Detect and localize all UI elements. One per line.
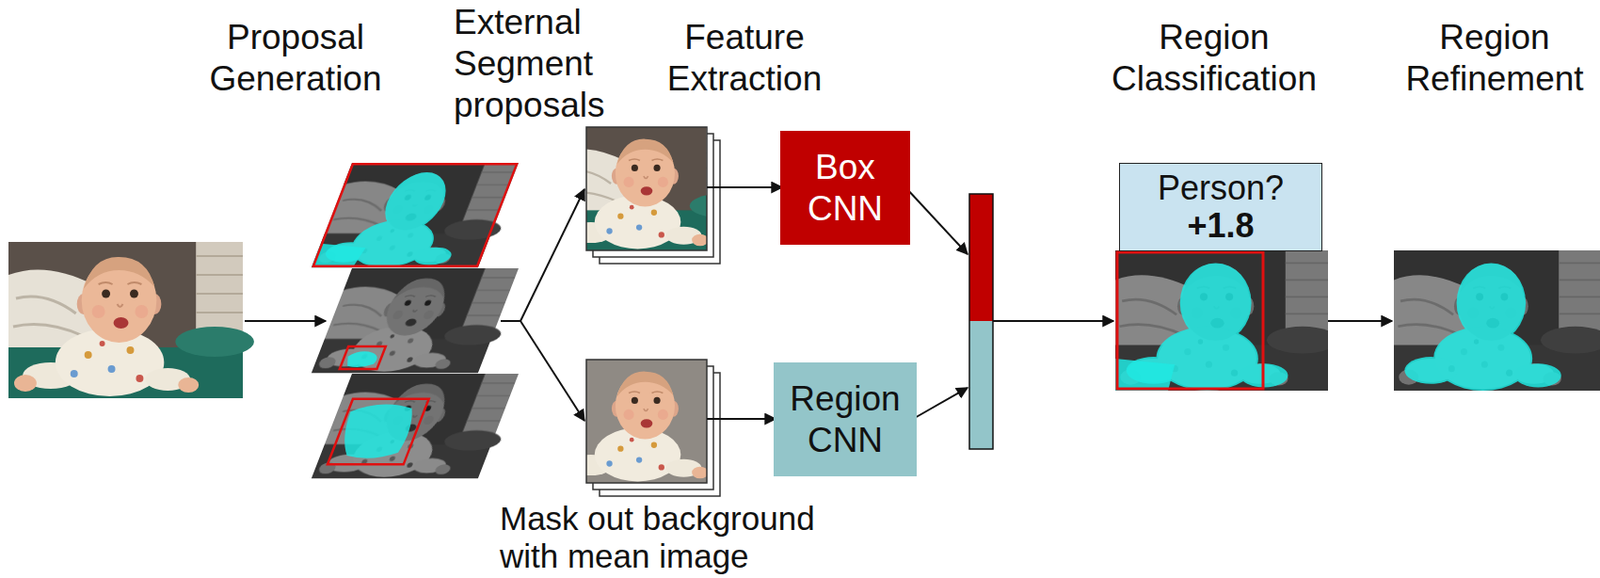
stage-heading: Proposal Generation: [201, 16, 390, 100]
cnn-box: Box CNN: [780, 130, 911, 245]
label-slot: Region Refinement: [1400, 16, 1589, 100]
box-label: Region CNN: [779, 378, 912, 462]
label-slot: External Segment proposals: [453, 1, 619, 127]
box-label: Person?: [1157, 169, 1284, 208]
proposal-slice: [311, 162, 528, 268]
classified-region: [1115, 250, 1339, 391]
refined-region: [1393, 250, 1600, 391]
proposal-slice: [311, 373, 528, 479]
feature-vector: [969, 193, 993, 321]
label-slot: Feature Extraction: [650, 16, 839, 100]
stage-heading: External Segment proposals: [453, 1, 619, 127]
stage-heading: Region Classification: [1101, 16, 1328, 100]
stage-heading: Feature Extraction: [650, 16, 839, 100]
class-score-box: Person?+1.8: [1119, 162, 1323, 252]
label-slot: Mask out background with mean image: [499, 499, 858, 576]
box-label: Box CNN: [785, 146, 905, 230]
box-crop: [557, 127, 752, 251]
region-crop: [557, 359, 743, 483]
note-text: Mask out background with mean image: [499, 499, 858, 576]
label-slot: Region Classification: [1101, 16, 1328, 100]
input-photo: [8, 241, 255, 399]
cnn-box: Region CNN: [773, 362, 917, 477]
box-value: +1.8: [1186, 207, 1254, 245]
label-slot: Proposal Generation: [201, 16, 390, 100]
proposal-slice: [311, 268, 528, 373]
feature-vector: [969, 320, 993, 449]
stage-heading: Region Refinement: [1400, 16, 1589, 100]
